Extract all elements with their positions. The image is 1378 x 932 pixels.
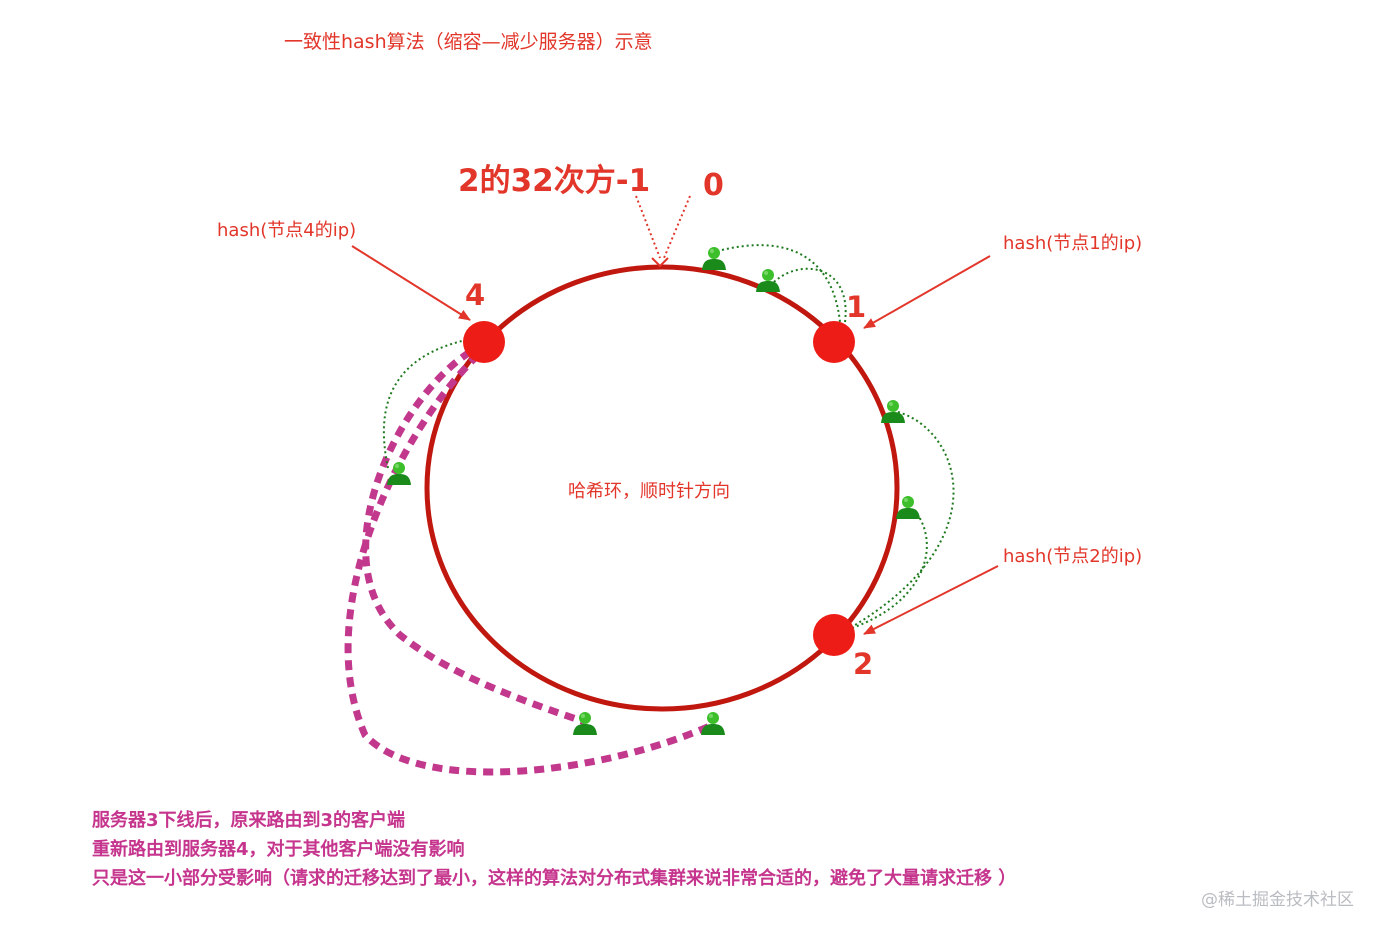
note-line-1: 服务器3下线后，原来路由到3的客户端 <box>92 810 406 831</box>
ring-zero-label: 0 <box>703 168 724 203</box>
watermark: @稀土掘金技术社区 <box>1201 890 1354 910</box>
arrow-node4 <box>351 245 471 321</box>
server-node-1 <box>813 321 855 363</box>
zero-pointer-tip <box>651 257 669 268</box>
client-icon <box>387 462 411 485</box>
node-number-2: 2 <box>853 647 874 681</box>
note-line-2: 重新路由到服务器4，对于其他客户端没有影响 <box>92 839 465 860</box>
hash-label-node1: hash(节点1的ip) <box>1003 233 1143 254</box>
ring-center-label: 哈希环，顺时针方向 <box>568 481 730 502</box>
client-links <box>382 244 955 629</box>
hash-label-node2: hash(节点2的ip) <box>1003 546 1143 567</box>
arrow-node2 <box>863 565 999 635</box>
hash-ring <box>424 264 900 712</box>
diagram-title: 一致性hash算法（缩容—减少服务器）示意 <box>284 31 653 53</box>
client-icon <box>756 269 780 292</box>
hash-label-node4: hash(节点4的ip) <box>217 220 357 241</box>
migration-path-inner <box>362 349 587 726</box>
client-icon <box>701 712 725 735</box>
zero-pointer-right <box>663 195 691 259</box>
note-line-3: 只是这一小部分受影响（请求的迁移达到了最小，这样的算法对分布式集群来说非常合适的… <box>92 868 1017 889</box>
migration-path-outer <box>344 352 714 776</box>
arrow-node1 <box>863 255 991 329</box>
node-number-1: 1 <box>846 290 867 324</box>
ring-top-label: 2的32次方-1 <box>458 163 651 199</box>
zero-pointer-left <box>635 195 661 259</box>
server-node-4 <box>463 321 505 363</box>
client-icon <box>896 496 920 519</box>
server-node-2 <box>813 614 855 656</box>
node-number-4: 4 <box>465 278 486 312</box>
client-icon <box>573 712 597 735</box>
